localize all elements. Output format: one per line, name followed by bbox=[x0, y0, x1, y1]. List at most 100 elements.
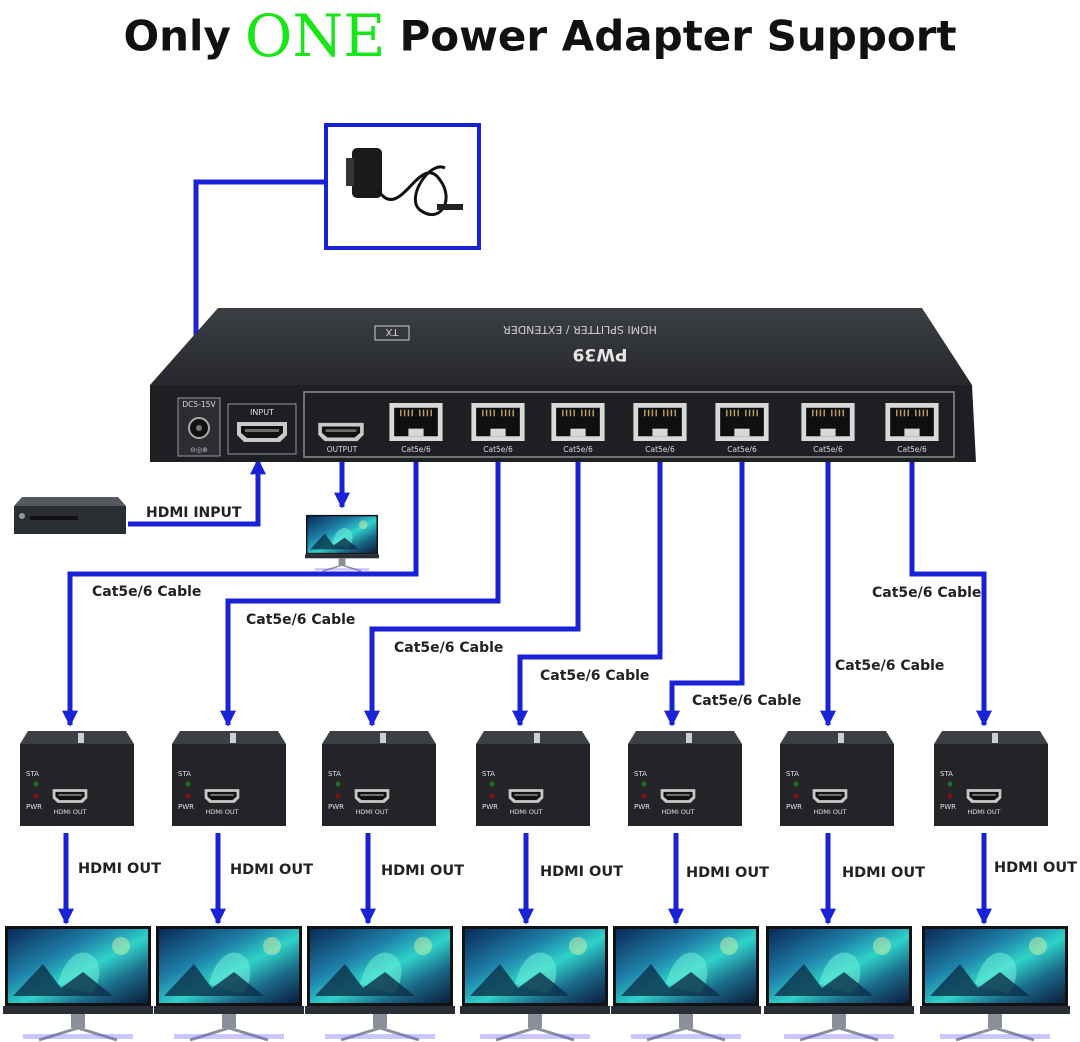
sta-led bbox=[335, 781, 341, 787]
svg-text:⊖◎⊕: ⊖◎⊕ bbox=[190, 446, 208, 454]
pwr-label: PWR bbox=[940, 803, 956, 811]
pwr-label: PWR bbox=[328, 803, 344, 811]
pwr-led bbox=[335, 793, 341, 799]
hdmi-input-label: HDMI INPUT bbox=[146, 505, 242, 521]
cat-port-label: Cat5e/6 bbox=[483, 445, 513, 454]
monitor-icon bbox=[764, 924, 914, 1042]
hdmi-splitter-unit: PW39 HDMI SPLITTER / EXTENDER TX DC5-15V… bbox=[150, 308, 976, 462]
rj45-port-3: Cat5e/6 bbox=[551, 403, 605, 454]
cable-label-2: Cat5e/6 Cable bbox=[246, 612, 356, 628]
output-monitors bbox=[3, 924, 1070, 1042]
pwr-led bbox=[33, 793, 39, 799]
pwr-label: PWR bbox=[786, 803, 802, 811]
hdmi-out-label-4: HDMI OUT bbox=[540, 864, 624, 880]
monitor-icon bbox=[305, 924, 455, 1042]
sta-label: STA bbox=[328, 770, 341, 778]
rj45-port-icon bbox=[551, 403, 605, 441]
receiver-port-label: HDMI OUT bbox=[813, 808, 846, 816]
receiver-port-label: HDMI OUT bbox=[509, 808, 542, 816]
pwr-label: PWR bbox=[482, 803, 498, 811]
splitter-badge: TX bbox=[385, 326, 399, 337]
pwr-led bbox=[641, 793, 647, 799]
hdmi-port-icon bbox=[508, 789, 544, 803]
receiver-port-label: HDMI OUT bbox=[53, 808, 86, 816]
sta-led bbox=[185, 781, 191, 787]
splitter-model: HDMI SPLITTER / EXTENDER bbox=[503, 323, 657, 336]
sta-led bbox=[947, 781, 953, 787]
pwr-led bbox=[793, 793, 799, 799]
receivers: STA PWR HDMI OUT STA PWR HDMI OUT STA PWR HDMI O… bbox=[20, 731, 1048, 826]
cable-label-7: Cat5e/6 Cable bbox=[872, 585, 982, 601]
rj45-port-icon bbox=[715, 403, 769, 441]
pwr-label: PWR bbox=[26, 803, 42, 811]
splitter-brand: PW39 bbox=[573, 344, 628, 364]
hdmi-out-label-7: HDMI OUT bbox=[994, 860, 1078, 876]
cat-port-label: Cat5e/6 bbox=[645, 445, 675, 454]
cat-port-label: Cat5e/6 bbox=[563, 445, 593, 454]
cable-label-4: Cat5e/6 Cable bbox=[540, 668, 650, 684]
sta-label: STA bbox=[634, 770, 647, 778]
monitor-icon bbox=[920, 924, 1070, 1042]
sta-label: STA bbox=[482, 770, 495, 778]
cable-label-5: Cat5e/6 Cable bbox=[692, 693, 802, 709]
rj45-port-7: Cat5e/6 bbox=[885, 403, 939, 454]
hdmi-input-port bbox=[237, 422, 287, 442]
cable-label-6: Cat5e/6 Cable bbox=[835, 658, 945, 674]
hdmi-port-icon bbox=[52, 789, 88, 803]
title-highlight: ONE bbox=[244, 2, 386, 70]
rj45-port-2: Cat5e/6 bbox=[471, 403, 525, 454]
hdmi-out-label-5: HDMI OUT bbox=[686, 865, 770, 881]
receiver-1: STA PWR HDMI OUT bbox=[20, 731, 134, 826]
receiver-6: STA PWR HDMI OUT bbox=[780, 731, 894, 826]
rj45-port-4: Cat5e/6 bbox=[633, 403, 687, 454]
hdmi-out-label-2: HDMI OUT bbox=[230, 862, 314, 878]
sta-label: STA bbox=[786, 770, 799, 778]
monitor-icon bbox=[611, 924, 761, 1042]
monitor-icon bbox=[154, 924, 304, 1042]
hdmi-out-label-6: HDMI OUT bbox=[842, 865, 926, 881]
rj45-port-icon bbox=[389, 403, 443, 441]
rj45-port-icon bbox=[885, 403, 939, 441]
cat-port-label: Cat5e/6 bbox=[813, 445, 843, 454]
cat-port-label: Cat5e/6 bbox=[897, 445, 927, 454]
sta-led bbox=[33, 781, 39, 787]
receiver-3: STA PWR HDMI OUT bbox=[322, 731, 436, 826]
rj45-port-6: Cat5e/6 bbox=[801, 403, 855, 454]
title-before: Only bbox=[123, 11, 231, 61]
hdmi-port-icon bbox=[812, 789, 848, 803]
hdmi-port-icon bbox=[966, 789, 1002, 803]
blu-ray-player-icon bbox=[14, 497, 126, 534]
cat-port-label: Cat5e/6 bbox=[727, 445, 757, 454]
hdmi-port-icon bbox=[204, 789, 240, 803]
rj45-port-5: Cat5e/6 bbox=[715, 403, 769, 454]
hdmi-output-port bbox=[318, 422, 364, 442]
input-port-label: INPUT bbox=[250, 408, 274, 417]
rj45-port-icon bbox=[801, 403, 855, 441]
pwr-led bbox=[489, 793, 495, 799]
sta-label: STA bbox=[26, 770, 39, 778]
output-port-label: OUTPUT bbox=[327, 445, 358, 454]
local-monitor-icon bbox=[305, 514, 379, 572]
wires bbox=[57, 179, 993, 925]
power-port-label: DC5-15V bbox=[182, 400, 216, 409]
receiver-port-label: HDMI OUT bbox=[205, 808, 238, 816]
hdmi-out-label-1: HDMI OUT bbox=[78, 861, 162, 877]
receiver-port-label: HDMI OUT bbox=[355, 808, 388, 816]
pwr-led bbox=[947, 793, 953, 799]
rj45-port-icon bbox=[633, 403, 687, 441]
cable-label-3: Cat5e/6 Cable bbox=[394, 640, 504, 656]
power-adapter-icon bbox=[324, 123, 481, 250]
sta-led bbox=[641, 781, 647, 787]
cable-label-1: Cat5e/6 Cable bbox=[92, 584, 202, 600]
rj45-port-1: Cat5e/6 bbox=[389, 403, 443, 454]
rj45-port-icon bbox=[471, 403, 525, 441]
hdmi-out-label-3: HDMI OUT bbox=[381, 863, 465, 879]
hdmi-port-icon bbox=[354, 789, 390, 803]
sta-led bbox=[793, 781, 799, 787]
monitor-icon bbox=[460, 924, 610, 1042]
